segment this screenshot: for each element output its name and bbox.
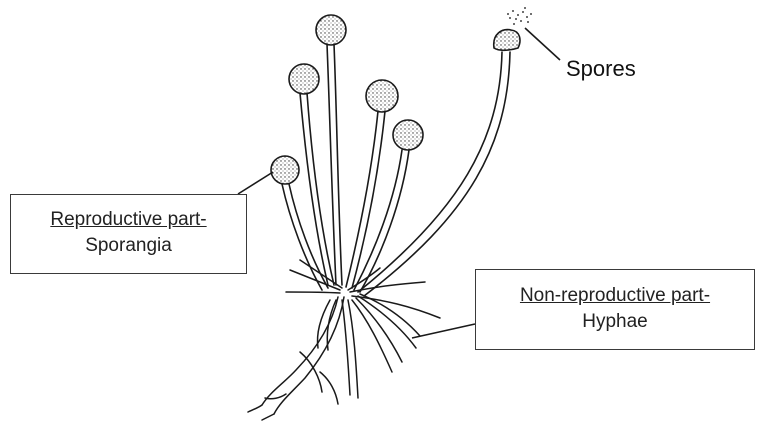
sporangia-heads xyxy=(271,15,520,184)
pointer-hyphae xyxy=(412,324,475,338)
non-reproductive-part-title: Non-reproductive part- xyxy=(476,283,754,309)
hyphae-network xyxy=(248,260,440,420)
sporangium-5 xyxy=(271,156,299,184)
reproductive-part-title: Reproductive part- xyxy=(11,207,246,233)
burst-sporangium xyxy=(494,30,520,51)
hyphae-label: Hyphae xyxy=(476,309,754,335)
pointer-sporangia xyxy=(238,172,273,194)
non-reproductive-part-box: Non-reproductive part- Hyphae xyxy=(475,269,755,350)
sporangium-3 xyxy=(366,80,398,112)
sporangia-label: Sporangia xyxy=(11,233,246,259)
released-spores xyxy=(507,7,532,25)
sporangium-4 xyxy=(393,120,423,150)
sporangium-1 xyxy=(316,15,346,45)
spores-label: Spores xyxy=(566,56,636,82)
sporangium-2 xyxy=(289,64,319,94)
pointer-spores xyxy=(525,28,560,60)
reproductive-part-box: Reproductive part- Sporangia xyxy=(10,194,247,274)
